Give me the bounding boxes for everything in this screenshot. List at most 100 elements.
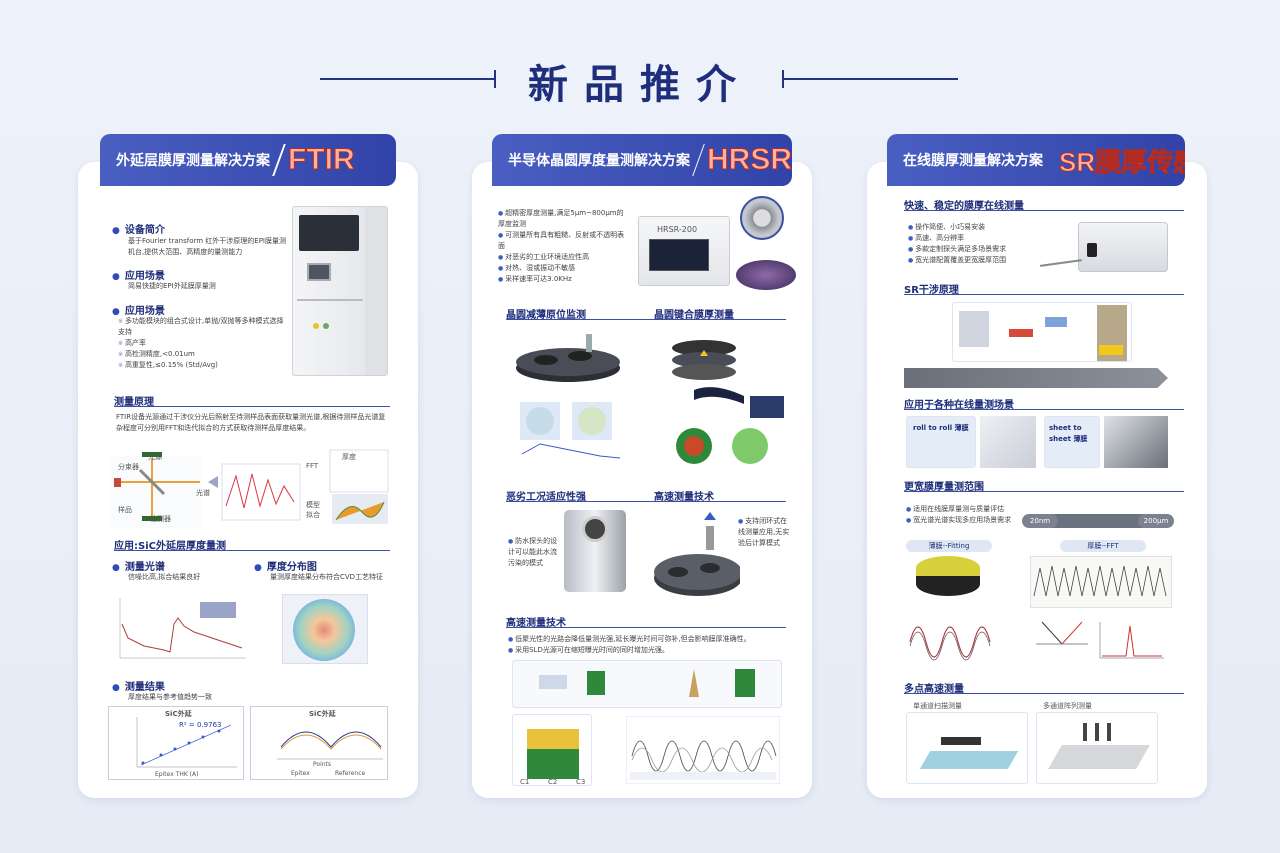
- s4-text: 支持闭环式在线测量应用,无实验后计算模式: [738, 516, 794, 549]
- s1-list: 操作简便、小巧易安装 高速、高分辨率 多款定制探头满足多场景需求 宽光谱配置覆盖…: [908, 222, 1048, 266]
- spectrum-chart: [119, 598, 246, 659]
- fitting-curve: [909, 626, 991, 661]
- c-label: C2: [548, 778, 558, 786]
- divider: [506, 319, 786, 320]
- fit-tag-thin: 薄膜--Fitting: [906, 540, 992, 552]
- section-title: 高速测量技术: [506, 618, 566, 629]
- scene-text: 简易快捷的EPI外延膜厚量测: [128, 282, 216, 290]
- list-item: 可测量所有具有粗糙、反射或不透明表面: [498, 230, 630, 252]
- fit-tag-thick: 厚膜--FFT: [1060, 540, 1146, 552]
- divider: [114, 550, 390, 551]
- roll-label: roll to roll 薄膜: [913, 424, 969, 432]
- probe-zoom-image: [740, 196, 784, 240]
- s3-text: 防水探头的设计可以能此水流污染的模式: [508, 536, 560, 569]
- list-item: 对热、湿或振动不敏感: [498, 263, 630, 274]
- divider: [506, 501, 786, 502]
- divider: [506, 627, 786, 628]
- banner-subtitle: 外延层膜厚测量解决方案: [116, 153, 270, 169]
- banner-hrsr: 半导体晶圆厚度量测解决方案 HRSR: [492, 134, 792, 186]
- dist-text: 量测厚度结果分布符合CVD工艺特征: [270, 573, 384, 581]
- list-item: 低聚光性的光路会降低量测光强,延长曝光时间可弥补,但会影响膜厚准确性。: [508, 634, 788, 645]
- section-title: 晶圆键合膜厚测量: [654, 310, 734, 321]
- divider: [904, 294, 1184, 295]
- title-rule-right: [782, 70, 958, 88]
- list-item: 采用SLD光源可在缩短曝光时间的同时增加光强。: [508, 645, 788, 656]
- r2-label: R² = 0.9763: [179, 721, 222, 729]
- device-model: HRSR-200: [657, 225, 698, 234]
- divider: [904, 693, 1184, 694]
- list-item: 高产率: [118, 338, 288, 349]
- spectrum-title: 测量光谱: [112, 558, 165, 573]
- x-axis-label: Epitex THK (A): [155, 771, 199, 778]
- film-stack-image: [916, 556, 980, 596]
- list-item: 采样速率可达3.0KHz: [498, 274, 630, 285]
- sheet-image: [1104, 416, 1168, 468]
- diagram-label: 拟合: [306, 511, 320, 519]
- thickness-map: [282, 594, 368, 664]
- single-channel-card: 单通道扫描测量: [906, 702, 1028, 784]
- chart-title: SiC外延: [165, 710, 192, 718]
- diagram-label: 光源: [148, 453, 162, 461]
- banner-subtitle: 半导体晶圆厚度量测解决方案: [508, 153, 690, 169]
- result-chart-scatter: SiC外延 R² = 0.9763 Epitex THK (A): [108, 706, 244, 780]
- banner-sr: 在线膜厚测量解决方案 SR膜厚传感器: [887, 134, 1185, 186]
- diagram-label: 光谱: [196, 489, 210, 497]
- list-item: 多款定制探头满足多场景需求: [908, 244, 1048, 255]
- diagram-label: FFT: [306, 462, 319, 470]
- interference-diagram: [952, 302, 1132, 362]
- list-item: 对恶劣的工业环境适应性高: [498, 252, 630, 263]
- roll-image: [980, 416, 1036, 468]
- exposure-diagram: [512, 714, 592, 786]
- process-steps: [904, 368, 1168, 388]
- section-title: 更宽膜厚量测范围: [904, 482, 984, 493]
- section-title: 快速、稳定的膜厚在线测量: [904, 201, 1024, 212]
- range-max: 200μm: [1138, 514, 1174, 528]
- diagram-label: 厚度: [342, 453, 356, 461]
- hrsr-features: 超精密厚度测量,满足5μm~800μm的厚度监测 可测量所有具有粗糙、反射或不透…: [498, 208, 630, 285]
- divider: [904, 409, 1184, 410]
- probe-image: [564, 510, 626, 592]
- diagram-label: 模型: [306, 501, 320, 509]
- legend-epitex: Epitex: [291, 770, 310, 777]
- range-min: 20nm: [1022, 514, 1058, 528]
- list-item: 高重复性,≤0.15% (Std/Avg): [118, 360, 288, 371]
- scene-title: 应用场景: [112, 267, 165, 282]
- intro-title: 设备简介: [112, 221, 165, 236]
- sic-title: 应用:SiC外延层厚度量测: [114, 541, 226, 552]
- legend-reference: Reference: [335, 770, 366, 777]
- page-title: 新品推介: [528, 62, 752, 108]
- banner-product: HRSR: [706, 143, 792, 177]
- waveform-chart: [626, 716, 780, 784]
- dist-title: 厚度分布图: [254, 558, 317, 573]
- banner-product: SR膜厚传感器: [1058, 146, 1185, 177]
- list-item: 宽光谱配置覆盖更宽膜厚范围: [908, 255, 1048, 266]
- principle-title: 测量原理: [114, 397, 154, 408]
- result-title: 测量结果: [112, 678, 165, 693]
- intro-text: 基于Fourier transform 红外干涉原理的EPI膜量测机台,提供大范…: [128, 237, 286, 256]
- wafer-image: [736, 260, 796, 290]
- list-item: 宽光谱光谱实现多应用场景需求: [906, 515, 1026, 526]
- ftir-principle-diagram: [110, 449, 389, 528]
- list-item: 超精密厚度测量,满足5μm~800μm的厚度监测: [498, 208, 630, 230]
- title-rule-left: [320, 70, 496, 88]
- list-item: 操作简便、小巧易安装: [908, 222, 1048, 233]
- x-axis-label: Points: [313, 761, 332, 768]
- banner-product: FTIR: [288, 143, 356, 177]
- divider: [904, 210, 1184, 211]
- c-label: C3: [576, 778, 586, 786]
- sensor-image: [1078, 222, 1168, 272]
- multi-channel-label: 多通道阵列测量: [1043, 702, 1092, 710]
- section-title: 高速测量技术: [654, 492, 714, 503]
- diagram-label: 分束器: [118, 463, 139, 471]
- divider: [114, 406, 390, 407]
- divider: [904, 491, 1184, 492]
- fft-peak-chart: [1099, 622, 1164, 659]
- list-item: 高速、高分辨率: [908, 233, 1048, 244]
- s4-list: 适用在线膜厚量测与质量评估 宽光谱光谱实现多应用场景需求: [906, 504, 1026, 526]
- s5-list: 低聚光性的光路会降低量测光强,延长曝光时间可弥补,但会影响膜厚准确性。 采用SL…: [508, 634, 788, 656]
- reflection-diagram: [1036, 621, 1088, 645]
- single-channel-label: 单通道扫描测量: [913, 702, 962, 710]
- thinning-diagram: [516, 334, 621, 459]
- banner-subtitle: 在线膜厚测量解决方案: [903, 153, 1043, 169]
- section-title: 晶圆减薄原位监测: [506, 310, 586, 321]
